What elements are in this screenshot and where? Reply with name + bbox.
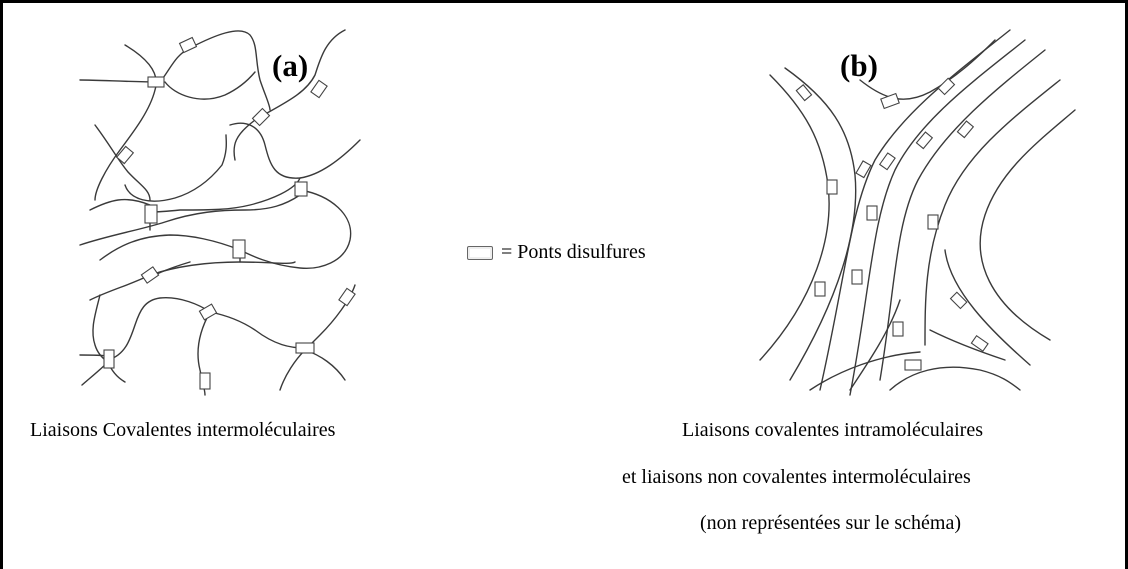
bridge-b-14 [949, 291, 968, 310]
chain-a-8 [89, 198, 151, 211]
chain-b-2 [784, 67, 857, 381]
chain-b-9 [944, 249, 1031, 366]
chain-a-7 [124, 134, 228, 202]
bridge-b-9 [866, 205, 878, 221]
bridge-a-5 [115, 145, 135, 165]
chain-b-13 [849, 299, 901, 391]
chain-b-6 [879, 49, 1046, 381]
chain-a-22 [279, 349, 306, 391]
bridge-b-4 [956, 120, 975, 139]
chain-a-5 [233, 29, 346, 161]
chain-a-6 [94, 124, 151, 201]
chain-b-7 [924, 79, 1061, 346]
bridge-a-6 [294, 181, 308, 197]
chain-b-5 [849, 39, 1026, 396]
chain-b-1 [759, 74, 830, 361]
panel-b-label: (b) [840, 48, 878, 83]
bridge-a-4 [251, 107, 271, 127]
bridge-a-7 [144, 204, 158, 224]
bridge-b-8 [826, 179, 838, 195]
bridge-b-6 [878, 152, 896, 171]
caption-a: Liaisons Covalentes intermoléculaires [30, 419, 336, 441]
caption-b-line2: et liaisons non covalentes intermolécula… [622, 466, 971, 488]
chain-a-10 [149, 177, 301, 213]
bridge-b-5 [915, 131, 934, 150]
bridge-b-7 [855, 160, 872, 179]
chain-a-3 [159, 30, 271, 111]
bridge-a-11 [198, 303, 218, 321]
chain-a-18 [197, 311, 211, 396]
bridge-a-10 [338, 287, 356, 307]
bridge-a-13 [295, 342, 315, 354]
chain-a-4 [164, 71, 256, 100]
bridge-b-10 [927, 214, 939, 230]
bridge-a-3 [310, 79, 328, 99]
bridge-a-8 [232, 239, 246, 259]
disulfide-bridge-legend-swatch [467, 246, 493, 260]
bridge-a-9 [140, 266, 160, 284]
panel-a-network [79, 29, 361, 396]
bridge-a-14 [199, 372, 211, 390]
chain-a-15 [89, 261, 296, 301]
chain-a-11 [79, 194, 301, 246]
caption-b-line3: (non représentées sur le schéma) [700, 512, 961, 534]
bridge-b-15 [970, 334, 989, 352]
bridge-b-3 [937, 77, 956, 96]
bridge-a-1 [178, 36, 198, 54]
chain-b-11 [889, 366, 1021, 391]
chain-b-10 [929, 329, 1006, 361]
bridge-b-12 [814, 281, 826, 297]
chain-b-8 [979, 109, 1076, 341]
chain-b-3 [859, 39, 996, 100]
caption-b-line1: Liaisons covalentes intramoléculaires [682, 419, 984, 441]
chain-b-12 [809, 351, 921, 391]
chain-a-1 [94, 44, 157, 201]
bridge-a-2 [147, 76, 165, 88]
bridge-b-2 [880, 92, 900, 110]
panel-a-label: (a) [272, 48, 309, 83]
bridge-a-12 [103, 349, 115, 369]
bridge-b-1 [795, 84, 813, 102]
legend-text: = Ponts disulfures [501, 241, 646, 263]
chain-a-21 [304, 349, 346, 381]
chain-a-19 [209, 311, 306, 349]
bridge-b-11 [851, 269, 863, 285]
bridge-b-13 [892, 321, 904, 337]
chain-a-13 [99, 189, 352, 269]
chain-a-9 [229, 122, 361, 179]
chain-a-17 [107, 297, 211, 361]
panel-b-bundle [759, 29, 1076, 396]
bridge-b-16 [904, 359, 922, 371]
chain-b-4 [819, 29, 1011, 391]
